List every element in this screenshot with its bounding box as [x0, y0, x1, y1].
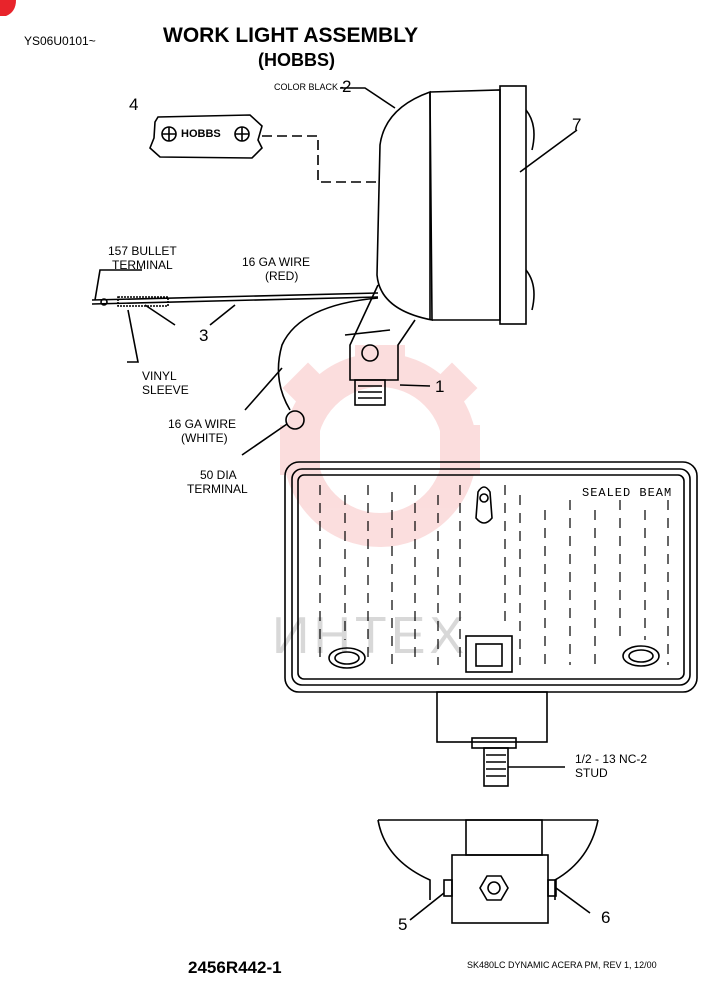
callout-6: 6	[601, 908, 611, 927]
label-dia-terminal-1: 50 DIA	[200, 468, 237, 482]
label-bullet-terminal-2: TERMINAL	[112, 258, 173, 272]
drawing-code: YS06U0101~	[24, 34, 96, 48]
lamp-lens-rim	[499, 85, 527, 325]
label-color-black: COLOR BLACK -	[274, 82, 344, 92]
corner-marker	[0, 0, 16, 16]
stud	[483, 747, 509, 787]
vinyl-sleeve	[117, 296, 169, 307]
drawing-subtitle: (HOBBS)	[258, 50, 335, 70]
callout-4: 4	[129, 95, 139, 114]
ring-terminal-icon	[285, 410, 305, 430]
label-vinyl-2: SLEEVE	[142, 383, 189, 397]
label-stud-1: 1/2 - 13 NC-2	[575, 752, 648, 766]
label-stud-2: STUD	[575, 766, 608, 780]
callout-1: 1	[435, 377, 445, 396]
wire-white	[277, 297, 379, 411]
label-wire-red-1: 16 GA WIRE	[242, 255, 311, 269]
callout-2: 2	[342, 77, 352, 96]
lamp-front-switch	[465, 635, 513, 673]
callout-3: 3	[199, 326, 209, 345]
label-bullet-terminal-1: 157 BULLET	[108, 244, 177, 258]
lamp-housing-side	[376, 90, 433, 321]
drawing-title: WORK LIGHT ASSEMBLY	[163, 24, 419, 47]
lamp-front-slot-left	[328, 647, 366, 669]
label-sealed-beam: SEALED BEAM	[582, 486, 673, 500]
label-wire-red-2: (RED)	[265, 269, 299, 283]
callout-5: 5	[398, 915, 408, 934]
label-vinyl-1: VINYL	[142, 369, 177, 383]
label-hobbs: HOBBS	[181, 128, 221, 140]
label-wire-white-1: 16 GA WIRE	[168, 417, 237, 431]
label-dia-terminal-2: TERMINAL	[187, 482, 248, 496]
watermark-gear	[280, 345, 480, 547]
part-number: 2456R442-1	[188, 958, 282, 977]
wire-red	[91, 292, 379, 301]
lamp-front-mount	[436, 691, 548, 743]
lens-texture	[319, 485, 669, 665]
hobbs-badge	[149, 114, 263, 159]
hex-nut-icon	[479, 875, 509, 901]
callout-7: 7	[572, 115, 582, 134]
footer-reference: SK480LC DYNAMIC ACERA PM, REV 1, 12/00	[467, 960, 657, 970]
lamp-front-slot-right	[622, 645, 660, 667]
label-wire-white-2: (WHITE)	[181, 431, 228, 445]
